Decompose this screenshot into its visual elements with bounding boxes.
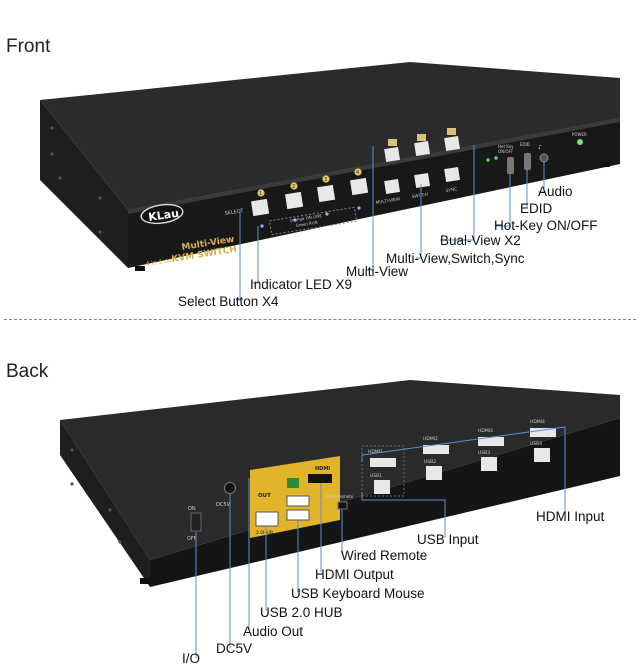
usb-input-label: USB1 — [370, 473, 382, 479]
callout-audio-out: Audio Out — [243, 624, 304, 639]
usb-input-port[interactable] — [534, 448, 550, 462]
callout-select: Select Button X4 — [178, 294, 279, 309]
hdmi-input-port[interactable] — [530, 428, 556, 437]
select-button-2[interactable] — [285, 191, 304, 210]
switch-button-label: SWITCH — [411, 191, 428, 199]
hdmi-input-port[interactable] — [478, 437, 504, 446]
button-number-3: 3 — [324, 177, 327, 183]
select-label: SELECT — [224, 208, 244, 217]
dc-jack[interactable] — [224, 482, 236, 494]
callout-mvss: Multi-View,Switch,Sync — [386, 251, 525, 266]
callout-audio: Audio — [538, 184, 573, 199]
back-out-label: OUT — [258, 493, 271, 499]
indicator-led — [293, 218, 297, 222]
usb-input-port[interactable] — [481, 457, 497, 471]
hdmi-input-port[interactable] — [370, 458, 396, 467]
hotkey-label-2: ON/OFF — [498, 149, 514, 154]
hdmi-input-label: HDMI2 — [423, 436, 438, 442]
headphone-icon: ♪ — [538, 144, 542, 151]
sync-button[interactable] — [444, 166, 461, 183]
edid-switch[interactable] — [524, 153, 531, 170]
usb-input-port[interactable] — [374, 480, 390, 494]
led-note-2: Green RUN — [295, 220, 318, 228]
callout-wired-remote: Wired Remote — [341, 548, 428, 563]
callout-usb-hub: USB 2.0 HUB — [260, 605, 343, 620]
select-buttons: 1 2 3 4 — [251, 168, 369, 217]
usb-kbm-port[interactable] — [286, 509, 310, 521]
multi-view-button[interactable] — [384, 178, 401, 195]
back-wired-remote-label: Wired Remote — [325, 494, 354, 499]
edid-label: EDID — [520, 142, 530, 147]
callout-hdmi-input: HDMI Input — [536, 509, 605, 524]
power-label: POWER — [572, 132, 587, 137]
usb-input-label: USB2 — [424, 459, 436, 465]
back-off-label: OFF — [187, 536, 197, 542]
wired-remote-port[interactable] — [337, 501, 348, 510]
indicator-led — [260, 224, 264, 228]
port-badge: 4 in 1 out — [145, 256, 175, 267]
back-section-title: Back — [6, 361, 49, 382]
input-ports: HDMI1 USB1 HDMI2 USB2 HDMI3 USB3 HDMI4 U… — [361, 419, 556, 497]
usb-input-label: USB4 — [530, 441, 542, 447]
led-note-1: Orange ON LINE — [289, 213, 322, 223]
hdmi-input-port[interactable] — [423, 445, 449, 454]
callout-multiview: Multi-View — [346, 264, 409, 279]
bual-view-button[interactable] — [414, 140, 431, 157]
select-button-4[interactable] — [350, 177, 369, 196]
audio-out-jack[interactable] — [287, 478, 299, 488]
hdmi-input-label: HDMI3 — [478, 428, 493, 434]
bual-view-button[interactable] — [444, 135, 461, 152]
usb-input-label: USB3 — [478, 450, 490, 456]
hotkey-label-1: Hot Key — [498, 144, 514, 149]
hdmi-input-label: HDMI4 — [530, 419, 545, 425]
usb-input-port[interactable] — [426, 466, 442, 480]
select-button-1[interactable] — [251, 198, 270, 217]
power-switch[interactable] — [190, 512, 202, 532]
button-number-2: 2 — [292, 184, 295, 190]
brand-logo: KLau — [140, 203, 184, 225]
callout-edid: EDID — [520, 201, 553, 216]
callout-usb-kbm: USB Keyboard Mouse — [291, 586, 425, 601]
back-usb20-label: 2.0HUB — [256, 530, 273, 536]
hdmi-output-port[interactable] — [308, 474, 332, 483]
indicator-led — [325, 212, 329, 216]
indicator-led — [357, 206, 361, 210]
hotkey-switch[interactable] — [507, 157, 514, 174]
power-led — [577, 139, 583, 145]
multi-view-button-label: MULTI-VIEW — [375, 196, 400, 205]
audio-jack[interactable] — [539, 153, 549, 163]
usb-hub-port[interactable] — [255, 511, 279, 527]
back-on-label: ON — [188, 506, 196, 512]
back-hdmi-label: HDMI — [315, 466, 330, 472]
back-dc-label: DC5V — [216, 502, 231, 508]
button-number-1: 1 — [259, 191, 262, 197]
hdmi-input-label: HDMI1 — [368, 449, 383, 455]
select-button-3[interactable] — [317, 184, 336, 203]
callout-hotkey: Hot-Key ON/OFF — [494, 218, 598, 233]
usb-kbm-port[interactable] — [286, 495, 310, 507]
section-divider — [4, 319, 636, 320]
button-number-4: 4 — [356, 170, 359, 176]
callout-bualview: Bual-View X2 — [440, 233, 521, 248]
callout-usb-input: USB Input — [417, 532, 479, 547]
switch-button[interactable] — [414, 172, 431, 189]
front-section-title: Front — [6, 36, 51, 57]
callout-io: I/O — [182, 651, 201, 666]
bual-view-button[interactable] — [384, 146, 401, 163]
callout-led: Indicator LED X9 — [250, 277, 353, 292]
callout-dc5v: DC5V — [216, 641, 253, 656]
sync-button-label: SYNC — [445, 186, 457, 193]
brand-logo-text: KLau — [147, 207, 179, 224]
callout-hdmi-output: HDMI Output — [315, 567, 394, 582]
